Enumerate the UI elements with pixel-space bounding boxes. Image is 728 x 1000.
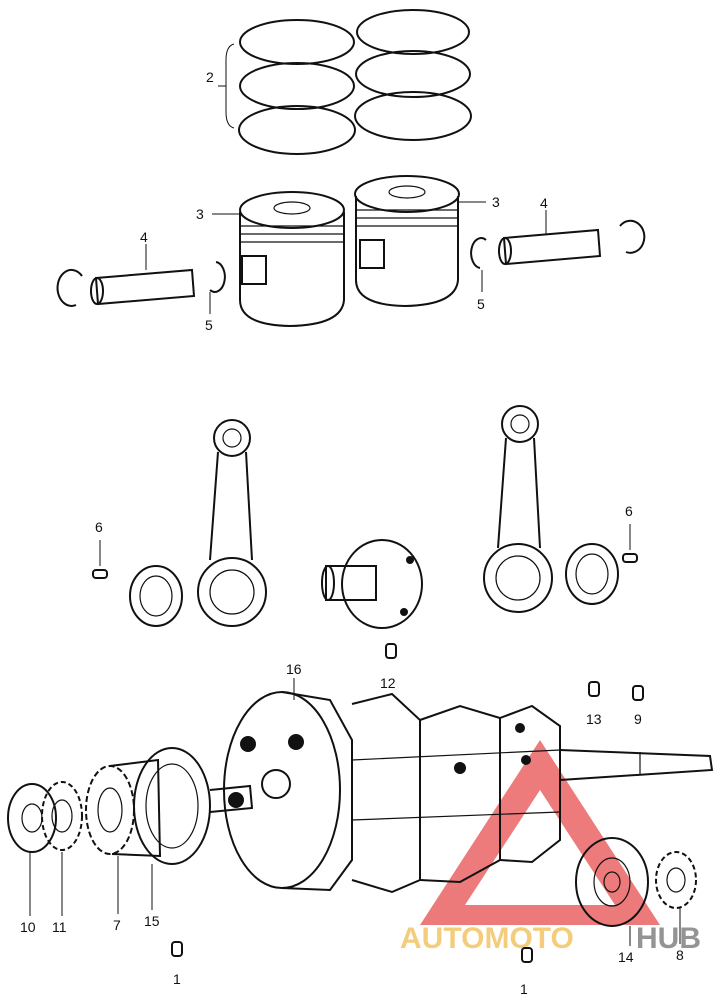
callout-sprocket: 8 [676,947,684,963]
crank-center-web [321,539,423,629]
callout-piston-right: 3 [492,194,500,210]
pin-small-left [92,569,108,579]
ball-bearing-right [575,837,649,927]
dowel-bottom-left [171,941,183,957]
circlip-right-inner [470,237,487,269]
dowel-bottom-right [521,947,533,963]
callout-rings: 2 [206,69,214,85]
piston-pin-right [498,228,602,266]
callout-clip-left: 5 [205,317,213,333]
callout-dowel-b: 9 [634,711,642,727]
circlip-right-outer [619,219,646,254]
dowel-b [632,685,644,701]
dowel-center [385,643,397,659]
callout-pin-small-right: 6 [625,503,633,519]
needle-bearing-left [129,565,183,627]
gear-large [85,758,162,858]
piston-pin-left [90,268,196,306]
watermark-logo: AUTOMOTO HUB [400,740,701,955]
gear-small [41,781,83,851]
callout-dowel-center: 12 [380,675,396,691]
crankshaft-assembly [209,691,714,894]
sprocket [655,851,697,909]
circlip-left-inner [209,261,226,293]
callout-washer: 10 [20,919,36,935]
callout-pin-right: 4 [540,195,548,211]
piston-left [239,191,345,328]
pin-small-right [622,553,638,563]
ball-bearing-left [133,747,211,865]
dowel-a [588,681,600,697]
connecting-rod-right [483,405,553,613]
watermark-triangle [420,740,660,925]
piston-rings-group [218,9,472,155]
callout-gear-small: 11 [52,919,67,935]
callout-gear-large: 7 [113,917,121,933]
callout-piston-left: 3 [196,206,204,222]
connecting-rod-left [197,419,267,627]
watermark-text-hub: HUB [636,922,701,955]
callout-dowel-bottom-right: 1 [520,981,528,997]
circlip-left-outer [56,268,83,307]
piston-right [354,175,460,308]
watermark-text-automoto: AUTOMOTO [400,922,574,955]
needle-bearing-right [565,543,619,605]
callout-bearing-right: 14 [618,949,634,965]
callout-clip-right: 5 [477,296,485,312]
callout-crank-web: 16 [286,661,302,677]
callout-bearing-left: 15 [144,913,160,929]
callout-pin-left: 4 [140,229,148,245]
callout-dowel-a: 13 [586,711,602,727]
callout-dowel-bottom-left: 1 [173,971,181,987]
callout-pin-small-left: 6 [95,519,103,535]
